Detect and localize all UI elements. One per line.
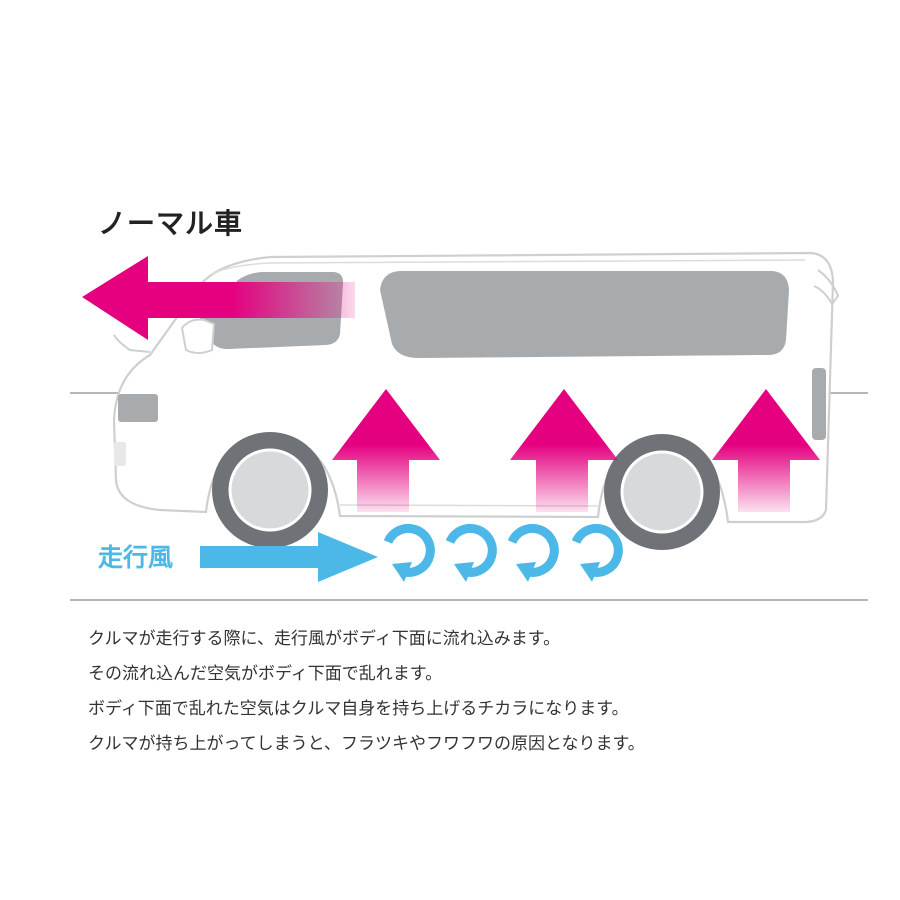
swirl-icon xyxy=(571,523,623,582)
headlight xyxy=(118,394,158,422)
description-line: クルマが走行する際に、走行風がボディ下面に流れ込みます。 xyxy=(88,629,561,649)
rear-hubcap xyxy=(620,450,704,534)
side-window-glass xyxy=(380,271,789,358)
roof-spoiler-line xyxy=(211,259,806,275)
diagram-title: ノーマル車 xyxy=(98,207,244,240)
rear-wheel xyxy=(604,434,720,550)
airflow-forward-arrow xyxy=(82,256,355,340)
description-line: ボディ下面で乱れた空気はクルマ自身を持ち上げるチカラになります。 xyxy=(88,699,629,719)
wind-label: 走行風 xyxy=(98,543,174,572)
side-mirror xyxy=(180,318,216,354)
description-line: その流れ込んだ空気がボディ下面で乱れます。 xyxy=(88,664,443,684)
van-illustration xyxy=(112,251,840,550)
front-wheel xyxy=(212,432,328,548)
wind-arrow xyxy=(200,532,378,582)
lift-arrow-3 xyxy=(712,389,820,512)
swirl-icon xyxy=(507,523,559,582)
front-grille xyxy=(114,442,126,466)
description-line: クルマが持ち上がってしまうと、フラツキやフワフワの原因となります。 xyxy=(88,734,645,754)
lift-arrow-2 xyxy=(510,389,618,512)
lift-arrow-group xyxy=(332,389,820,512)
turbulence-swirls xyxy=(383,523,623,582)
lift-arrow-1 xyxy=(332,389,440,512)
tail-light xyxy=(812,368,826,440)
description: クルマが走行する際に、走行風がボディ下面に流れ込みます。 その流れ込んだ空気がボ… xyxy=(88,622,848,762)
front-hubcap xyxy=(228,448,312,532)
front-bumper-detail xyxy=(113,334,151,353)
swirl-icon xyxy=(383,523,435,582)
rear-bumper-detail xyxy=(813,269,840,306)
swirl-icon xyxy=(445,523,497,582)
